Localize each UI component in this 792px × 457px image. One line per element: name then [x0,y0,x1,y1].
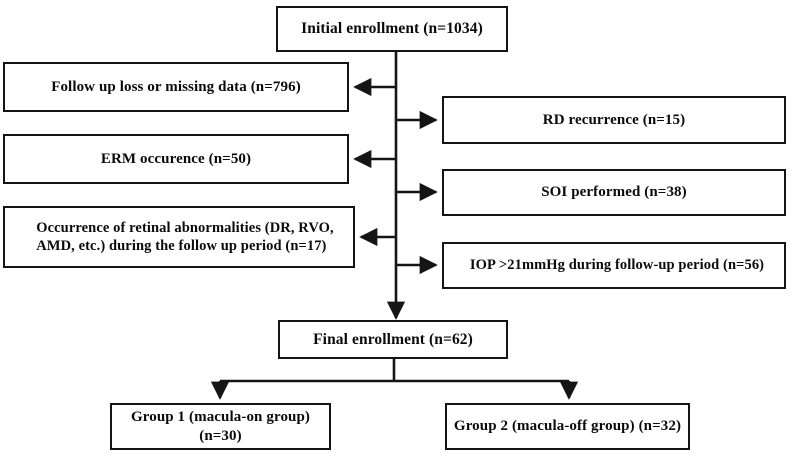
node-iop-elevated: IOP >21mmHg during follow-up period (n=5… [442,242,786,289]
node-rd-recurrence-label: RD recurrence (n=15) [542,111,686,128]
node-initial-enrollment: Initial enrollment (n=1034) [276,6,508,52]
node-group1-macula-on: Group 1 (macula-on group) (n=30) [110,403,331,450]
node-retinal-abnormalities-line1: Occurrence of retinal abnormalities (DR,… [36,219,334,236]
node-rd-recurrence: RD recurrence (n=15) [442,96,786,144]
node-soi-performed: SOI performed (n=38) [442,169,786,216]
node-soi-performed-label: SOI performed (n=38) [541,184,687,201]
node-erm-occurrence-label: ERM occurence (n=50) [100,150,252,167]
node-final-enrollment-label: Final enrollment (n=62) [313,330,473,348]
node-erm-occurrence: ERM occurence (n=50) [3,134,349,184]
node-group2-macula-off-label: Group 2 (macula-off group) (n=32) [453,418,682,435]
node-group1-macula-on-label: Group 1 (macula-on group) (n=30) [130,408,311,444]
node-final-enrollment: Final enrollment (n=62) [278,320,508,359]
node-follow-up-loss-label: Follow up loss or missing data (n=796) [51,78,301,95]
node-retinal-abnormalities-line2: AMD, etc.) during the follow up period (… [36,238,327,254]
node-initial-enrollment-label: Initial enrollment (n=1034) [301,20,483,38]
node-retinal-abnormalities: Occurrence of retinal abnormalities (DR,… [3,206,355,268]
node-group2-macula-off: Group 2 (macula-off group) (n=32) [445,403,690,450]
node-retinal-abnormalities-label: Occurrence of retinal abnormalities (DR,… [12,219,346,255]
node-follow-up-loss: Follow up loss or missing data (n=796) [3,62,349,112]
node-iop-elevated-label: IOP >21mmHg during follow-up period (n=5… [469,257,765,274]
